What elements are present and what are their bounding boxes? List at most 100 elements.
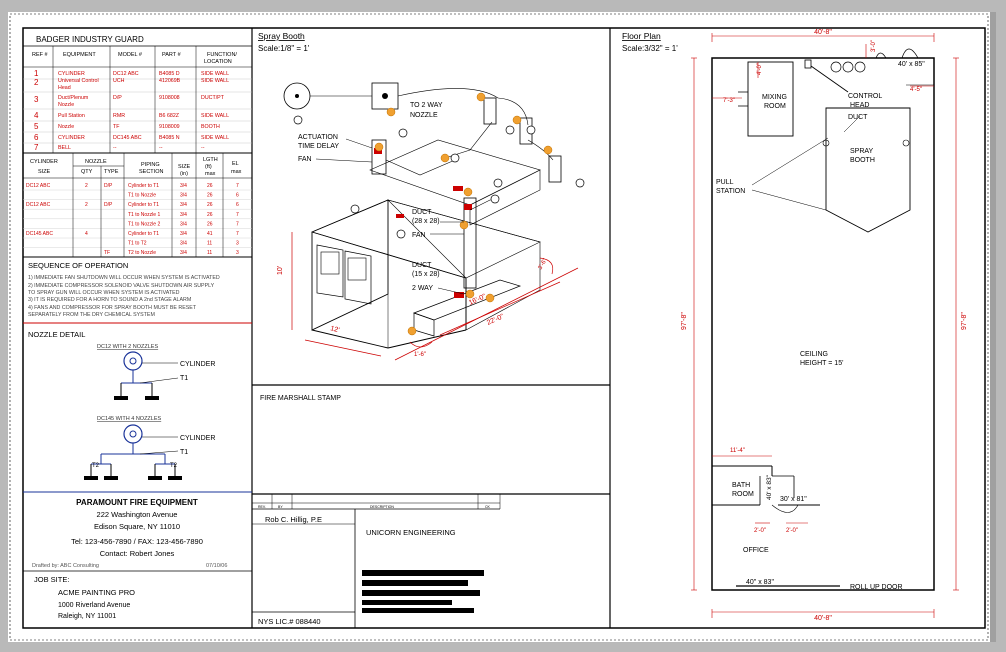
ch-in: (in) [180, 171, 188, 177]
cyl-cell: 41 [207, 231, 213, 237]
lbl-bath-room: ROOM [732, 491, 754, 498]
dc12-diagram [114, 351, 179, 400]
ch-size: SIZE [38, 169, 51, 175]
company-name: PARAMOUNT FIRE EQUIPMENT [76, 498, 198, 507]
function-cell: SIDE WALL [201, 113, 229, 119]
hdr-equipment: EQUIPMENT [63, 52, 96, 58]
lbl-booth: BOOTH [850, 157, 875, 164]
dim-2-0-a: 2'-0" [754, 528, 766, 534]
cylinder-rows: DC12 ABC 2 D/P Cylinder to T1 3/4 26 7 T1 to No… [23, 183, 252, 258]
dc145-label: DC145 WITH 4 NOZZLES [97, 416, 162, 422]
tb-rev: REV. [258, 505, 266, 509]
t1-label: T1 [180, 375, 188, 382]
function-cell: -- [201, 145, 205, 151]
equipment-cell: Nozzle [58, 124, 74, 130]
ref-number: 7 [34, 143, 39, 152]
dim-11-4: 11'-4" [730, 448, 745, 454]
firm-name: UNICORN ENGINEERING [366, 528, 456, 537]
part-cell: B4085 D [159, 71, 180, 77]
dim-3-0: 3'-0" [871, 40, 877, 52]
lbl-duct-2-size: (15 x 28) [412, 271, 440, 278]
cyl-cell: T2 to Nozzle [128, 250, 156, 256]
company-addr2: Edison Square, NY 11010 [94, 522, 180, 531]
ref-number: 5 [34, 122, 39, 131]
ch-ft: (ft) [205, 164, 212, 170]
ch-max: max [205, 171, 216, 177]
lbl-nozzle: NOZZLE [410, 112, 438, 119]
lbl-bath: BATH [732, 482, 750, 489]
cyl-cell: 3/4 [180, 212, 187, 218]
hdr-part: PART # [162, 52, 182, 58]
lbl-office: OFFICE [743, 547, 769, 554]
dim-40x83-v: 40' x 83" [766, 474, 773, 500]
cyl-cell: 26 [207, 221, 213, 227]
redacted-block [362, 570, 484, 613]
dim-10: 10' [277, 266, 284, 275]
hdr-function: FUNCTION/ [207, 52, 237, 58]
cyl-cell: TF [104, 250, 110, 256]
company-contact: Contact: Robert Jones [100, 549, 175, 558]
sequence-title: SEQUENCE OF OPERATION [28, 261, 128, 270]
lbl-duct: DUCT [412, 209, 432, 216]
ref-number: 4 [34, 111, 39, 120]
cyl-cell: 4 [85, 231, 88, 237]
cyl-cell: DC12 ABC [26, 183, 51, 189]
equipment-cell: CYLINDER [58, 135, 85, 141]
model-cell: DC145 ABC [113, 135, 142, 141]
lbl-roll-up-door: ROLL UP DOOR [850, 584, 903, 591]
function-cell: SIDE WALL [201, 71, 229, 77]
cyl-cell: T1 to Nozzle [128, 193, 156, 199]
cyl-cell: 7 [236, 221, 239, 227]
ch-type: TYPE [104, 169, 119, 175]
job-addr1: 1000 Riverland Avenue [58, 602, 130, 609]
cylinder-label-2: CYLINDER [180, 435, 215, 442]
equipment-cell-2: Nozzle [58, 102, 74, 108]
plan-scale: Scale:3/32" = 1' [622, 44, 678, 53]
model-cell: -- [113, 145, 117, 151]
model-cell: UCH [113, 78, 125, 84]
cyl-cell: 3/4 [180, 183, 187, 189]
lbl-ceiling: CEILING [800, 351, 828, 358]
model-cell: RMR [113, 113, 125, 119]
right-shadow [990, 12, 996, 642]
ch-lgth: LGTH [203, 157, 218, 163]
model-cell: TF [113, 124, 120, 130]
ch-section: SECTION [139, 169, 163, 175]
part-cell: B4085 N [159, 135, 180, 141]
dim-40x85: 40' x 85" [898, 61, 925, 68]
cyl-cell: Cylinder to T1 [128, 231, 159, 237]
sequence-of-operation: SEQUENCE OF OPERATION 1) IMMEDIATE FAN S… [23, 261, 252, 324]
cyl-cell: D/P [104, 183, 113, 189]
tb-desc: DESCRIPTION [370, 505, 394, 509]
lbl-mixing: MIXING [762, 94, 787, 101]
cylinder-label: CYLINDER [180, 361, 215, 368]
function-cell: BOOTH [201, 124, 220, 130]
equipment-cell: Pull Station [58, 113, 85, 119]
lbl-head: HEAD [850, 102, 869, 109]
dim-3-6: 3'-6" [538, 258, 549, 271]
cylinder-table: CYLINDER SIZE NOZZLE QTY TYPE PIPING SEC… [23, 153, 252, 258]
part-cell: B6 682Z [159, 113, 180, 119]
job-name: ACME PAINTING PRO [58, 588, 135, 597]
dim-right: 97'-8" [961, 312, 968, 330]
hdr-ref: REF # [32, 52, 49, 58]
spray-booth-view: Spray Booth Scale:1/8" = 1' [258, 31, 585, 361]
cyl-cell: T1 to Nozzle 2 [128, 221, 160, 227]
job-label: JOB SITE: [34, 575, 69, 584]
dc145-diagram [84, 424, 182, 480]
frame [22, 27, 986, 629]
seq-line: TO SPRAY GUN WILL OCCUR WHEN SYSTEM IS A… [28, 290, 180, 296]
dim-2-0-b: 2'-0" [786, 528, 798, 534]
booth-dimensions [291, 232, 579, 361]
cyl-cell: 3/4 [180, 202, 187, 208]
ref-number: 3 [34, 95, 39, 104]
hdr-location: LOCATION [204, 59, 232, 65]
booth-scale: Scale:1/8" = 1' [258, 44, 310, 53]
cyl-cell: 7 [236, 212, 239, 218]
part-cell: 412069B [159, 78, 181, 84]
cyl-cell: T1 to Nozzle 1 [128, 212, 160, 218]
equipment-cell-2: Head [58, 85, 71, 91]
cyl-cell: Cylinder to T1 [128, 183, 159, 189]
function-cell: SIDE WALL [201, 135, 229, 141]
cyl-cell: 2 [85, 202, 88, 208]
